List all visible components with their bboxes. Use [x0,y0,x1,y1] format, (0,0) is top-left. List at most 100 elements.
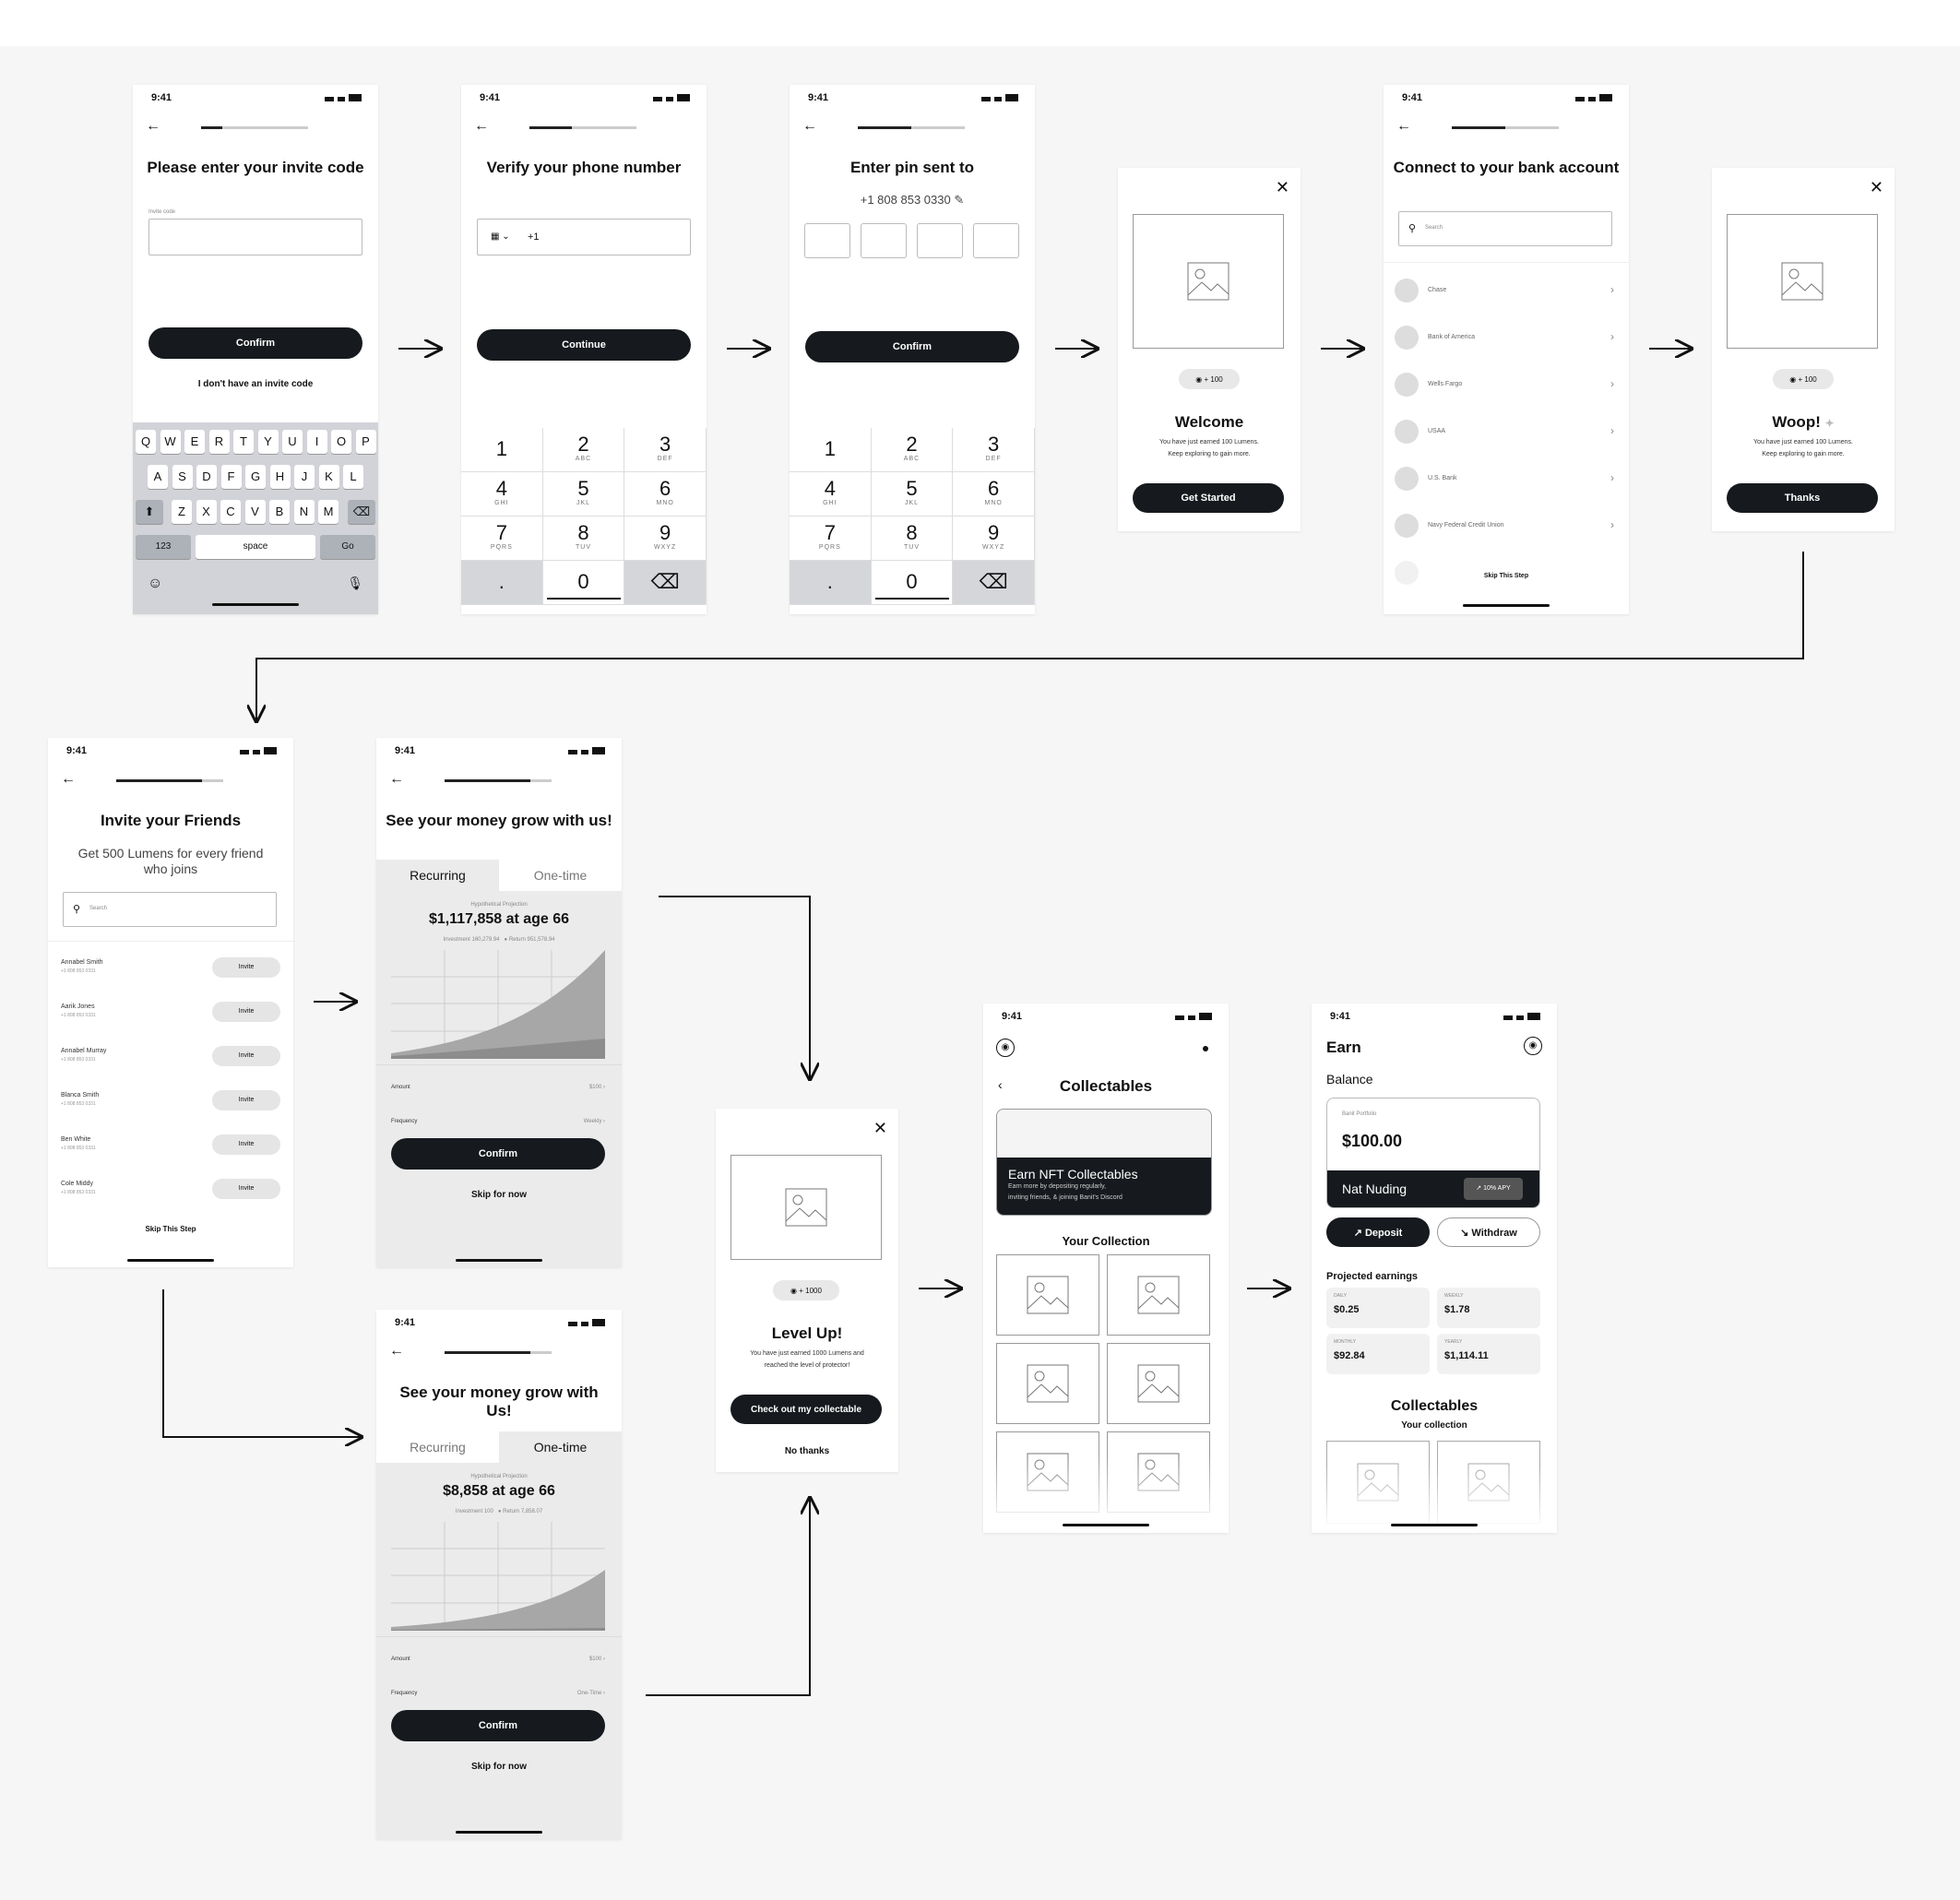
confirm-button[interactable]: Confirm [148,327,362,359]
keyboard-key[interactable]: A [148,465,168,489]
numpad-key[interactable]: ⌫ [953,561,1035,605]
keyboard-key[interactable]: H [269,465,291,489]
keyboard-key[interactable]: R [208,430,230,454]
keyboard-key[interactable]: T [233,430,254,454]
back-arrow-icon[interactable]: ← [802,118,817,134]
keyboard-key[interactable]: F [220,465,242,489]
collectable-thumb[interactable] [1107,1254,1210,1336]
back-arrow-icon[interactable]: ← [389,1343,404,1359]
microphone-icon[interactable]: 🎙 [347,576,363,590]
confirm-button[interactable]: Confirm [391,1138,605,1170]
confirm-button[interactable]: Confirm [391,1710,605,1741]
bank-list-item[interactable]: Bank of America› [1395,322,1618,353]
invite-button[interactable]: Invite [212,1179,280,1199]
back-arrow-icon[interactable]: ← [389,771,404,787]
pin-digit-4[interactable] [973,223,1019,258]
back-arrow-icon[interactable]: ← [61,771,76,787]
tab-recurring[interactable]: Recurring [376,860,499,891]
keyboard-key[interactable]: N [293,500,315,524]
confirm-button[interactable]: Confirm [805,331,1019,362]
keyboard-key[interactable]: D [196,465,217,489]
pin-digit-1[interactable] [804,223,850,258]
keyboard-key[interactable]: S [172,465,193,489]
frequency-value[interactable]: Weekly › [583,1119,605,1124]
go-key[interactable]: Go [320,535,375,559]
invite-code-input[interactable] [148,219,362,255]
numpad-key[interactable]: 1 [790,428,872,472]
space-key[interactable]: space [196,535,315,559]
key-123[interactable]: 123 [136,535,191,559]
friend-search-input[interactable]: ⚲Search [63,892,277,927]
collectable-thumb[interactable] [1107,1343,1210,1424]
invite-button[interactable]: Invite [212,1046,280,1066]
back-arrow-icon[interactable]: ← [474,118,489,134]
back-arrow-icon[interactable]: ← [146,118,160,134]
invite-button[interactable]: Invite [212,1090,280,1110]
skip-for-now-link[interactable]: Skip for now [471,1762,527,1772]
check-collectable-button[interactable]: Check out my collectable [731,1395,882,1424]
keyboard-key[interactable]: C [220,500,241,524]
keyboard-key[interactable]: Y [257,430,279,454]
keyboard-key[interactable]: G [245,465,266,489]
bank-list-item[interactable]: Wells Fargo› [1395,369,1618,400]
keyboard-key[interactable]: X [196,500,217,524]
emoji-icon[interactable]: ☺ [148,576,163,591]
keyboard-key[interactable]: K [318,465,339,489]
keyboard-key[interactable]: B [269,500,290,524]
back-chevron-icon[interactable]: ‹ [998,1077,1003,1092]
skip-step-link[interactable]: Skip This Step [145,1225,196,1233]
frequency-value[interactable]: One-Time › [576,1691,605,1696]
keyboard-key[interactable]: P [355,430,376,454]
keyboard-key[interactable]: W [160,430,181,454]
flag-icon[interactable]: ▦ ⌄ [491,232,510,242]
profile-icon[interactable]: ◉ [1524,1037,1542,1055]
no-invite-code-link[interactable]: I don't have an invite code [197,379,314,389]
bank-list-item[interactable]: U.S. Bank› [1395,463,1618,494]
bank-search-input[interactable]: ⚲Search [1398,211,1612,246]
shift-key-icon[interactable]: ⬆ [136,500,163,524]
invite-button[interactable]: Invite [212,1134,280,1155]
numpad-key[interactable]: . [790,561,872,605]
pin-digit-3[interactable] [917,223,963,258]
edit-pencil-icon[interactable]: ✎ [954,193,965,207]
bank-list-item[interactable]: Chase› [1395,275,1618,306]
numpad-key[interactable]: 0 [871,561,954,605]
thanks-button[interactable]: Thanks [1727,483,1878,513]
close-icon[interactable]: ✕ [1869,178,1883,196]
continue-button[interactable]: Continue [477,329,691,361]
no-thanks-link[interactable]: No thanks [784,1446,830,1456]
keyboard-key[interactable]: M [318,500,339,524]
invite-button[interactable]: Invite [212,1002,280,1022]
amount-value[interactable]: $100 › [588,1085,605,1090]
keyboard-key[interactable]: Z [172,500,192,524]
close-icon[interactable]: ✕ [873,1119,887,1137]
numpad-key[interactable]: 0 [542,561,625,605]
amount-value[interactable]: $100 › [588,1657,605,1662]
profile-icon[interactable]: ◉ [996,1039,1015,1057]
backspace-key-icon[interactable]: ⌫ [348,500,375,524]
deposit-button[interactable]: ↗ Deposit [1326,1217,1430,1247]
tab-one-time[interactable]: One-time [499,860,622,891]
withdraw-button[interactable]: ↘ Withdraw [1437,1217,1540,1247]
keyboard-key[interactable]: J [294,465,315,489]
keyboard-key[interactable]: Q [136,430,156,454]
keyboard-key[interactable]: L [343,465,363,489]
keyboard-key[interactable]: E [184,430,205,454]
keyboard-key[interactable]: U [282,430,303,454]
keyboard-key[interactable]: V [244,500,266,524]
bank-list-item[interactable] [1395,557,1618,588]
skip-for-now-link[interactable]: Skip for now [471,1190,527,1200]
back-arrow-icon[interactable]: ← [1396,118,1411,134]
